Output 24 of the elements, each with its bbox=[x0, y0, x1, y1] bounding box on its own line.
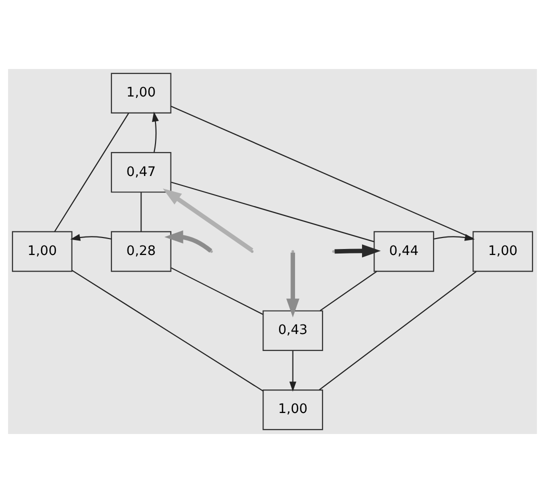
connector bbox=[320, 270, 378, 311]
connector bbox=[318, 270, 477, 390]
node-box: 0,28 bbox=[110, 230, 172, 272]
node-box: 1,00 bbox=[472, 230, 534, 272]
arrow bbox=[286, 252, 300, 317]
connector bbox=[171, 181, 374, 242]
node-box: 0,43 bbox=[262, 310, 324, 350]
arrow bbox=[434, 234, 475, 240]
connector bbox=[170, 266, 264, 314]
node-box: 0,44 bbox=[374, 230, 434, 272]
node-box: 1,00 bbox=[12, 230, 72, 272]
connector bbox=[54, 112, 130, 232]
node-box: 0,47 bbox=[110, 152, 172, 192]
arrow bbox=[162, 188, 254, 252]
connector bbox=[72, 269, 264, 392]
node-box: 1,00 bbox=[110, 72, 172, 114]
arrow bbox=[289, 350, 296, 392]
arrow bbox=[152, 111, 159, 152]
node-box: 1,00 bbox=[262, 388, 324, 430]
connector bbox=[140, 192, 142, 232]
arrow bbox=[334, 244, 381, 257]
arrow bbox=[70, 234, 112, 240]
connector bbox=[170, 105, 474, 238]
arrow bbox=[164, 230, 212, 252]
